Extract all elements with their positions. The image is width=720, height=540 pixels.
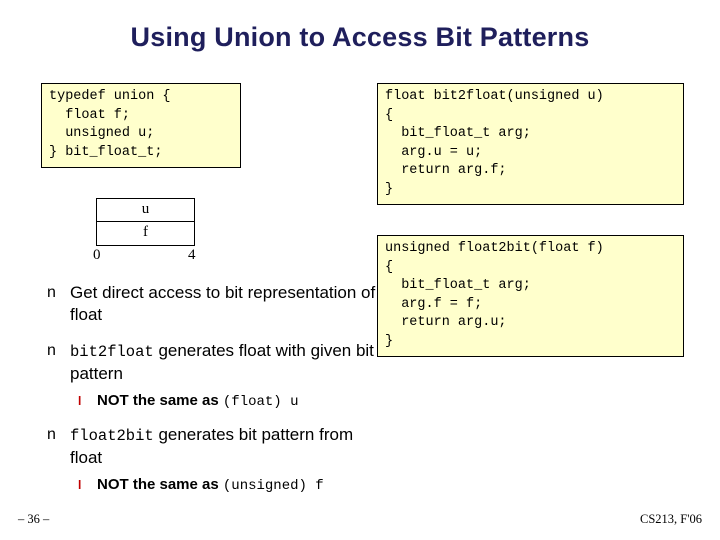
list-item: n bit2float generates float with given b… [41, 340, 381, 385]
sub-bullet-code-float-cast: (float) u [222, 394, 299, 410]
sub-bullet-marker-icon: l [78, 394, 82, 408]
bullet-marker-icon: n [47, 284, 56, 301]
sub-bullet-code-unsigned-cast: (unsigned) f [222, 478, 324, 494]
sub-list-item: l NOT the same as (unsigned) f [41, 475, 381, 496]
bullet-text: Get direct access to bit representation … [70, 283, 376, 324]
sub-bullet-text: NOT the same as [97, 476, 223, 493]
bullet-list: n Get direct access to bit representatio… [41, 282, 381, 498]
memory-cell-label-u: u [141, 201, 150, 217]
list-item: n Get direct access to bit representatio… [41, 282, 381, 326]
sub-bullet-text: NOT the same as [97, 392, 223, 409]
bullet-text: generates float with given bit pattern [70, 341, 374, 383]
bullet-code-bit2float: bit2float [70, 343, 154, 361]
code-block-bit2float: float bit2float(unsigned u) { bit_float_… [377, 83, 684, 205]
memory-cell-divider [96, 221, 195, 222]
code-block-union-declaration: typedef union { float f; unsigned u; } b… [41, 83, 241, 168]
footer-course-label: CS213, F'06 [640, 512, 702, 526]
memory-cell-box [96, 198, 195, 246]
sub-bullet-marker-icon: l [78, 478, 82, 492]
list-item: n float2bit generates bit pattern from f… [41, 424, 381, 469]
page-title: Using Union to Access Bit Patterns [130, 22, 590, 52]
footer-slide-number: – 36 – [18, 512, 50, 526]
code-block-float2bit: unsigned float2bit(float f) { bit_float_… [377, 235, 684, 357]
bullet-text: generates bit pattern from float [70, 425, 354, 467]
union-memory-diagram: u f 0 4 [93, 198, 296, 268]
sub-list-item: l NOT the same as (float) u [41, 391, 381, 412]
bullet-code-float2bit: float2bit [70, 427, 154, 445]
bullet-marker-icon: n [47, 426, 56, 443]
memory-cell-label-f: f [143, 224, 148, 240]
bullet-marker-icon: n [47, 342, 56, 359]
memory-offset-end: 4 [188, 247, 196, 263]
memory-offset-start: 0 [93, 247, 101, 263]
